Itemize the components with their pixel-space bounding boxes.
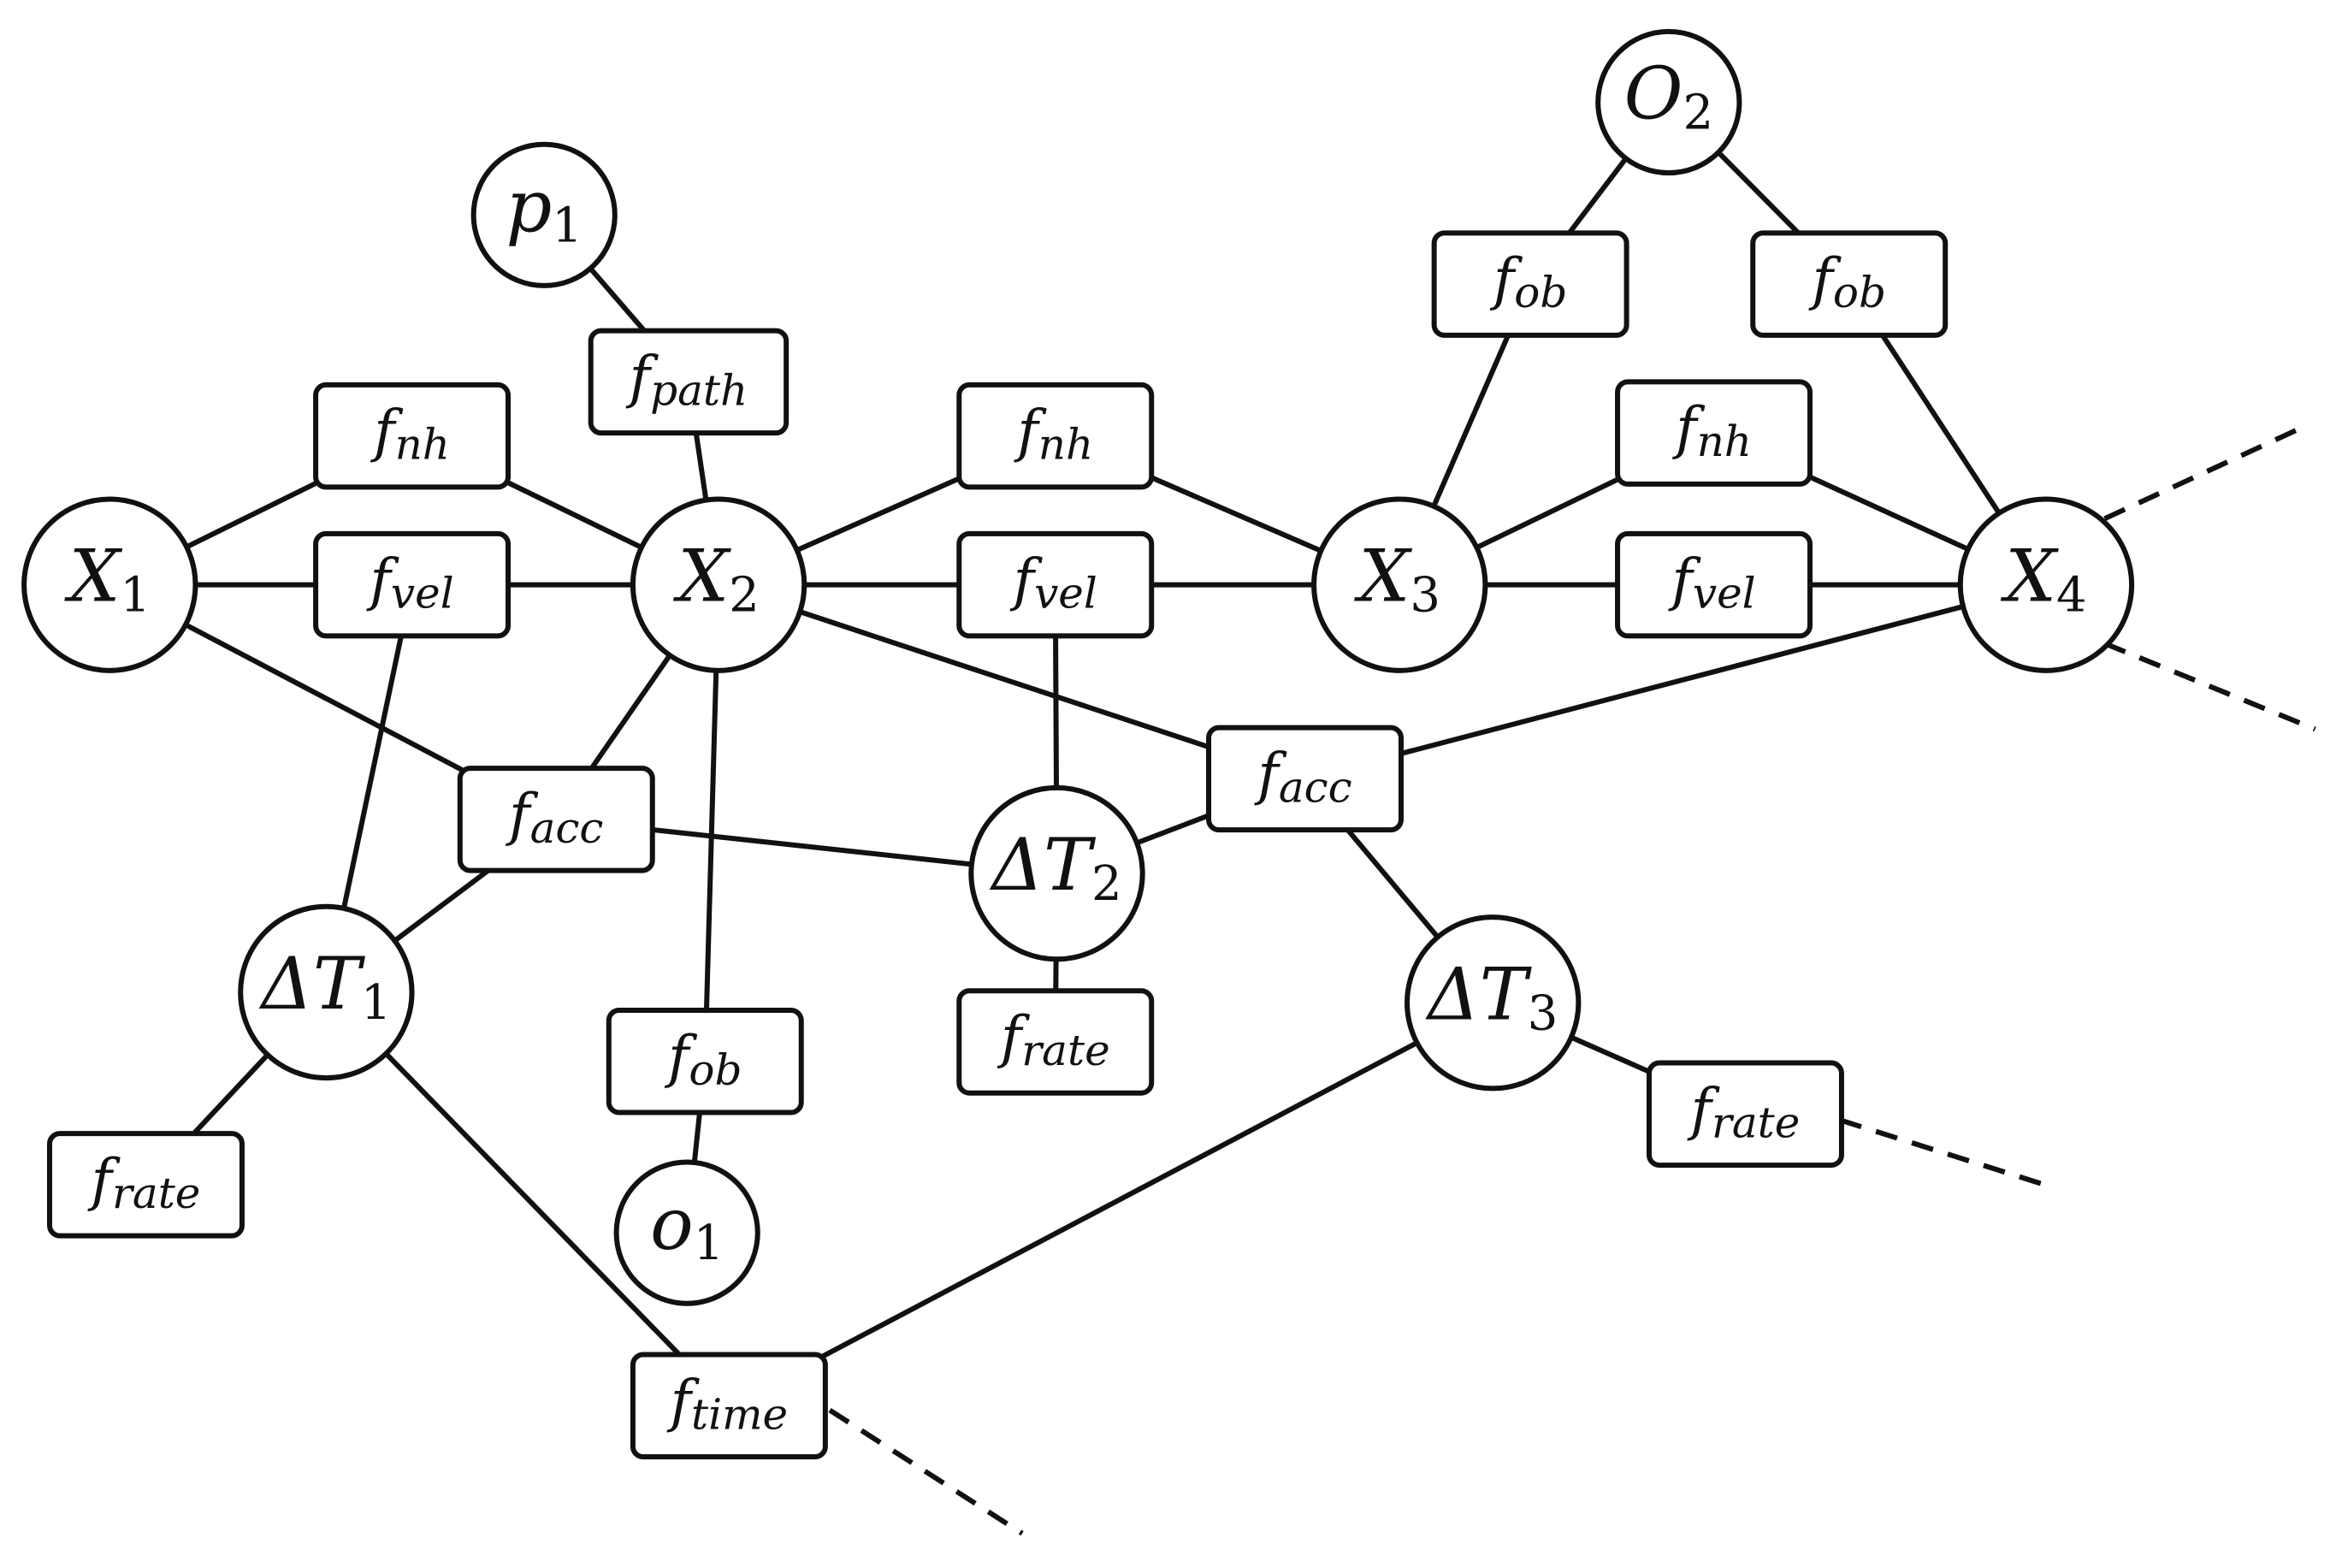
variable-circle [1311, 496, 1488, 673]
variable-label: ΔT3 [1425, 952, 1558, 1041]
variable-node-X3: X3 [1311, 496, 1488, 673]
variable-node-X2: X2 [630, 496, 807, 673]
variable-circle [1957, 496, 2135, 673]
factor-box [1615, 530, 1813, 639]
edge-dT3-f_time [727, 1000, 1494, 1408]
variable-node-o1: o1 [613, 1159, 760, 1306]
variable-label: ΔT2 [989, 823, 1121, 911]
factor-label: ftime [666, 1368, 789, 1440]
factor-label: facc [1253, 741, 1351, 813]
factor-box [956, 988, 1155, 1096]
factor-label: frate [996, 1003, 1110, 1075]
factor-box [1750, 230, 1949, 338]
variable-node-dT3: ΔT3 [1405, 914, 1582, 1092]
factor-node-f-nh-34: fnh [1615, 379, 1813, 487]
factor-box [956, 382, 1155, 490]
variable-circle [630, 496, 807, 673]
factor-box [1206, 725, 1404, 833]
factor-node-f-ob-4: fob [1750, 230, 1949, 338]
variable-node-dT2: ΔT2 [968, 784, 1145, 962]
variable-label: X1 [64, 535, 151, 624]
factor-box [606, 1008, 804, 1115]
factor-node-f-path: fpath [588, 328, 790, 436]
edge-dT1-f_time [324, 990, 731, 1408]
factor-box [630, 1352, 828, 1460]
variable-circle [968, 784, 1145, 962]
factor-box [313, 530, 512, 639]
factor-node-f-vel-12: fvel [313, 530, 512, 639]
factor-node-f-vel-34: fvel [1615, 530, 1813, 639]
factor-node-f-acc-2: facc [1206, 725, 1404, 833]
variable-label: o1 [650, 1182, 724, 1271]
edge-X4-f_acc_2 [1304, 582, 2047, 782]
factor-node-f-rate-1: frate [46, 1131, 245, 1239]
factor-label: fob [1807, 246, 1886, 318]
dashed-edge-from-X4 [2103, 641, 2316, 732]
factor-label: frate [87, 1146, 201, 1218]
factor-label: fvel [365, 547, 453, 618]
variable-label: X4 [2000, 535, 2086, 624]
dashed-edge-from-f_time [828, 1408, 1024, 1536]
variable-circle [238, 903, 415, 1081]
factor-label: fob [1489, 246, 1568, 318]
factor-node-f-time: ftime [630, 1352, 828, 1460]
dashed-edge-from-X4 [2103, 426, 2302, 522]
factor-label: fnh [1671, 395, 1752, 467]
variable-circle [1595, 28, 1742, 176]
factor-node-f-nh-23: fnh [956, 382, 1155, 490]
variable-label: X2 [672, 535, 759, 624]
variable-label: ΔT1 [258, 942, 391, 1031]
variable-label: O2 [1624, 52, 1714, 141]
variable-node-O2: O2 [1595, 28, 1742, 176]
variable-node-dT1: ΔT1 [238, 903, 415, 1081]
factor-box [313, 382, 512, 490]
variable-circle [1405, 914, 1582, 1092]
variable-node-X1: X1 [21, 496, 198, 673]
factor-box [457, 766, 655, 873]
factor-box [1431, 230, 1629, 338]
variable-node-p1: p1 [470, 141, 618, 288]
variable-label: X3 [1354, 535, 1440, 624]
factor-box [588, 328, 790, 436]
dashed-edge-from-f_rate_3 [1839, 1117, 2046, 1187]
factor-node-f-rate-2: frate [956, 988, 1155, 1096]
factor-node-f-nh-12: fnh [313, 382, 512, 490]
variable-label: p1 [506, 164, 583, 253]
variable-circle [470, 141, 618, 288]
dashed-continuations [828, 426, 2316, 1536]
variable-circle [613, 1159, 760, 1306]
variable-node-X4: X4 [1957, 496, 2135, 673]
factor-node-f-ob-1: fob [606, 1008, 804, 1115]
factor-box [1615, 379, 1813, 487]
factor-node-f-rate-3: frate [1646, 1060, 1844, 1169]
factor-box [1646, 1060, 1844, 1169]
factor-node-f-acc-1: facc [457, 766, 655, 873]
variable-circle [21, 496, 198, 673]
factor-box [46, 1131, 245, 1239]
factor-label: fnh [1013, 398, 1093, 470]
factor-box [956, 530, 1155, 639]
factor-nodes: fnh fvel fpath fnh fvel fnh fvel fob fob facc facc… [46, 230, 1949, 1460]
factor-node-f-ob-3: fob [1431, 230, 1629, 338]
factor-node-f-vel-23: fvel [956, 530, 1155, 639]
